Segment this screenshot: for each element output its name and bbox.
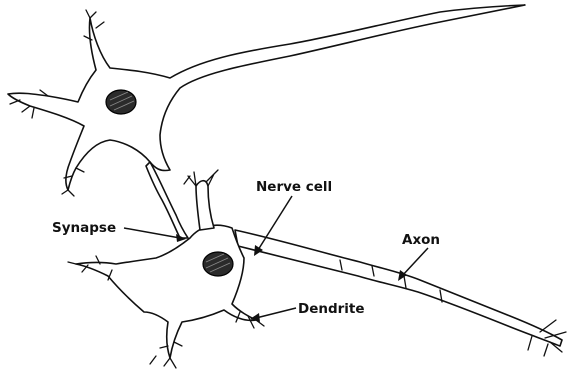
axon-arrow: [402, 248, 428, 276]
lower-dendrite-twig: [150, 342, 182, 368]
lower-dendrite-upper: [196, 181, 214, 230]
nerve-cell-label: Nerve cell: [256, 179, 332, 195]
dendrite-arrow: [256, 308, 296, 318]
axon-label: Axon: [402, 232, 440, 248]
upper-cell-body: [8, 5, 525, 190]
dendrite-label: Dendrite: [298, 301, 365, 317]
upper-descending-process: [146, 162, 188, 238]
lower-neuron: [68, 170, 566, 368]
upper-neuron: [8, 5, 525, 238]
axon: [235, 230, 562, 346]
lower-cell-body: [76, 225, 256, 358]
synapse-arrow: [124, 228, 180, 238]
synapse-label: Synapse: [52, 220, 116, 236]
